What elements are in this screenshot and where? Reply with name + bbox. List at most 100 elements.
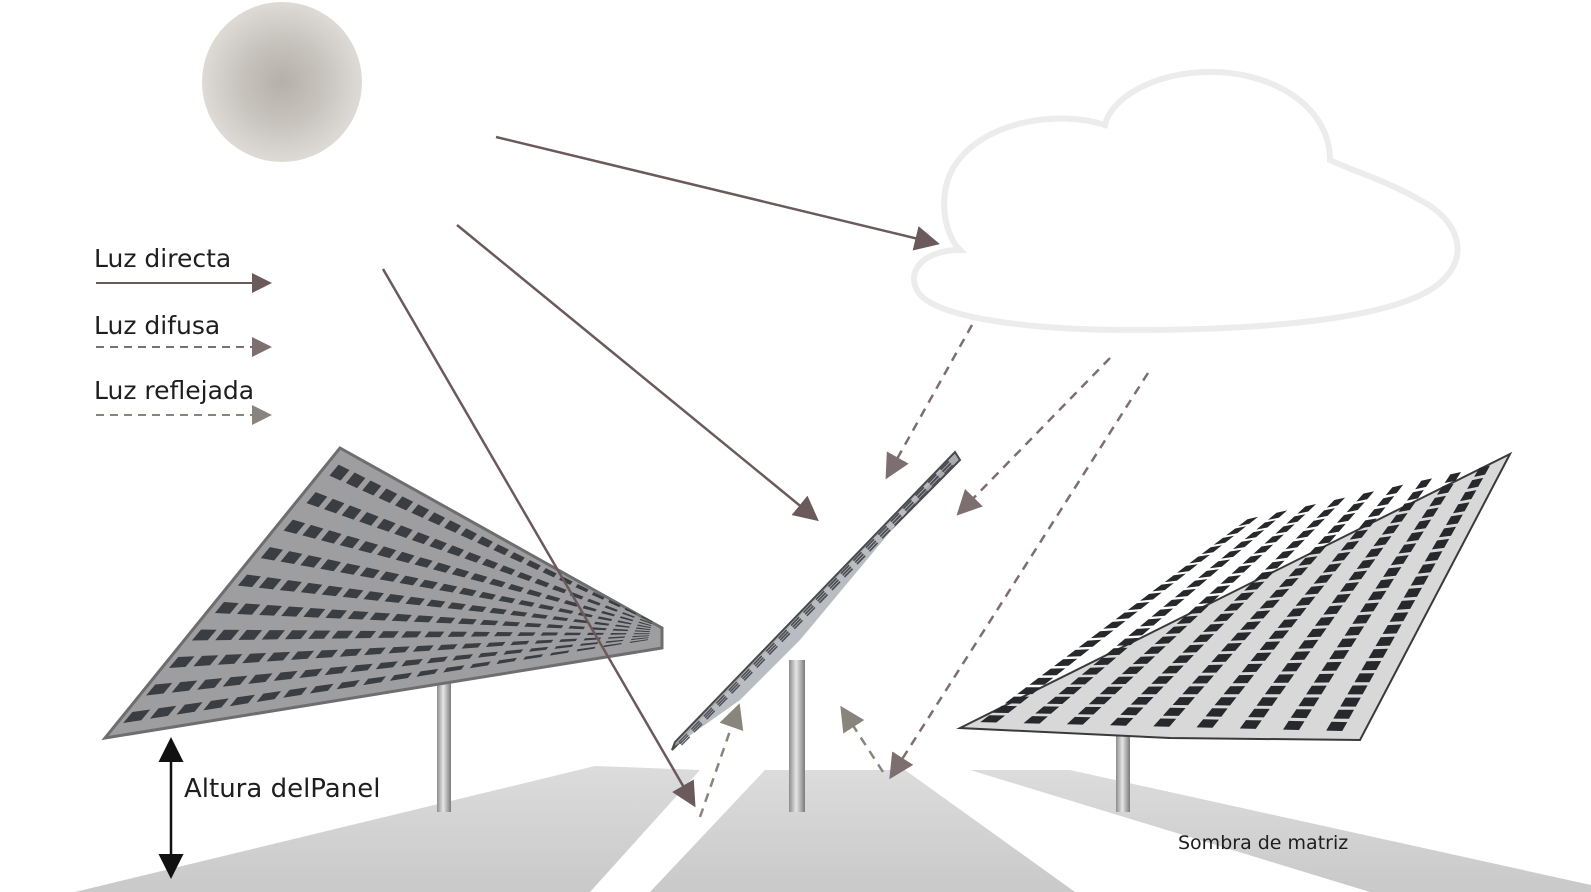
- panel-cell: [1375, 636, 1395, 647]
- panel-cell: [339, 648, 362, 657]
- panel-cell: [377, 631, 399, 638]
- panel-cell: [496, 657, 517, 665]
- panel-cell: [1316, 508, 1335, 518]
- panel-cell: [411, 532, 430, 545]
- panel-cell: [1317, 534, 1337, 545]
- panel-cell: [804, 605, 814, 615]
- panel-cell: [1336, 638, 1357, 648]
- panel-cell: [443, 665, 465, 673]
- panel-cell: [237, 603, 261, 615]
- panel-cell: [540, 632, 559, 636]
- legend-reflected-label: Luz reflejada: [94, 376, 255, 405]
- panel-cell: [1201, 664, 1224, 673]
- panel-cell: [1289, 651, 1311, 661]
- reflected-arrow: [698, 703, 744, 818]
- panel-cell: [401, 658, 423, 667]
- panel-cell: [1424, 551, 1443, 562]
- panel-cell: [517, 632, 536, 636]
- panel-cell: [867, 540, 877, 550]
- panel-cell: [1264, 685, 1287, 695]
- panel-cell: [510, 640, 530, 646]
- cloud-icon: [911, 68, 1461, 334]
- panel-cell: [299, 668, 323, 678]
- panel-cell: [259, 605, 282, 616]
- panel-cell: [1323, 605, 1343, 615]
- panel-cell: [266, 651, 291, 662]
- direct-arrow-to-panel: [456, 224, 819, 522]
- panel-cell: [563, 600, 579, 607]
- panel-cell: [499, 565, 516, 575]
- panel-cell: [1177, 564, 1198, 573]
- panel-cell: [369, 612, 391, 621]
- panel-cell: [1201, 545, 1222, 555]
- panel-cell: [1182, 644, 1204, 653]
- panel-cell: [388, 646, 410, 654]
- panel-cell: [203, 698, 229, 711]
- panel-cell: [1398, 543, 1417, 554]
- panel-cell: [1192, 634, 1215, 643]
- panel-cell: [1202, 623, 1225, 632]
- panel-cell: [587, 598, 601, 606]
- panel-cell: [1381, 524, 1400, 535]
- panel-cell: [980, 715, 1006, 723]
- panel-cell: [377, 546, 397, 559]
- panel-cell: [238, 629, 263, 640]
- panel-cell: [340, 563, 361, 575]
- panel-cell: [568, 625, 585, 630]
- panel-cell: [426, 656, 448, 664]
- panel-cell: [594, 621, 610, 626]
- panel-cell: [1348, 570, 1368, 581]
- panel-cell: [779, 631, 789, 641]
- panel-cell: [545, 594, 561, 602]
- panel-cell: [1162, 707, 1186, 716]
- panel-cell: [315, 649, 338, 659]
- panel-cell: [308, 630, 331, 639]
- panel-cell: [765, 642, 775, 652]
- panel-cell: [171, 680, 198, 693]
- panel-cell: [503, 649, 524, 655]
- panel-cell: [281, 606, 304, 617]
- panel-cell: [703, 707, 713, 717]
- panel-cell: [917, 488, 927, 499]
- panel-cell: [1132, 656, 1156, 665]
- panel-cell: [742, 670, 752, 680]
- panel-cell: [419, 579, 438, 589]
- panel-pole: [437, 660, 451, 812]
- panel-cell: [1373, 536, 1392, 547]
- panel-cell: [1187, 605, 1209, 614]
- panel-cell: [1333, 709, 1354, 719]
- panel-cell: [634, 630, 650, 633]
- panel-cell: [1331, 551, 1351, 562]
- panel-cell: [1221, 549, 1242, 559]
- panel-cell: [1326, 721, 1348, 731]
- panel-cell: [427, 512, 446, 526]
- panel-cell: [792, 618, 802, 628]
- panel-cell: [460, 528, 477, 541]
- panel-cell: [1090, 630, 1114, 639]
- panel-cell: [552, 585, 567, 594]
- panel-cell: [1231, 564, 1252, 574]
- panel-cell: [123, 709, 151, 723]
- panel-cell: [681, 736, 691, 746]
- panel-cell: [1161, 665, 1184, 674]
- panel-cell: [929, 475, 939, 486]
- panel-frame: [101, 446, 664, 741]
- panel-cell: [1406, 531, 1424, 542]
- panel-cell: [1213, 535, 1235, 545]
- panel-cell: [1361, 661, 1382, 671]
- panel-cell: [729, 683, 739, 693]
- panel-cell: [1213, 613, 1235, 622]
- panel-cell: [906, 503, 916, 514]
- panel-cell: [1232, 674, 1254, 684]
- panel-cell: [215, 629, 240, 641]
- panel-cell: [575, 584, 589, 593]
- panel-cell: [411, 504, 430, 518]
- panel-cell: [1306, 685, 1327, 695]
- array-shadow-label: Sombra de matriz: [1178, 832, 1349, 854]
- panel-cell: [509, 552, 525, 563]
- panel-cell: [1281, 662, 1303, 672]
- panel-cell: [590, 627, 607, 631]
- panel-cell: [1283, 720, 1305, 730]
- legend-direct-label: Luz directa: [94, 244, 232, 273]
- panel-cell: [452, 654, 474, 661]
